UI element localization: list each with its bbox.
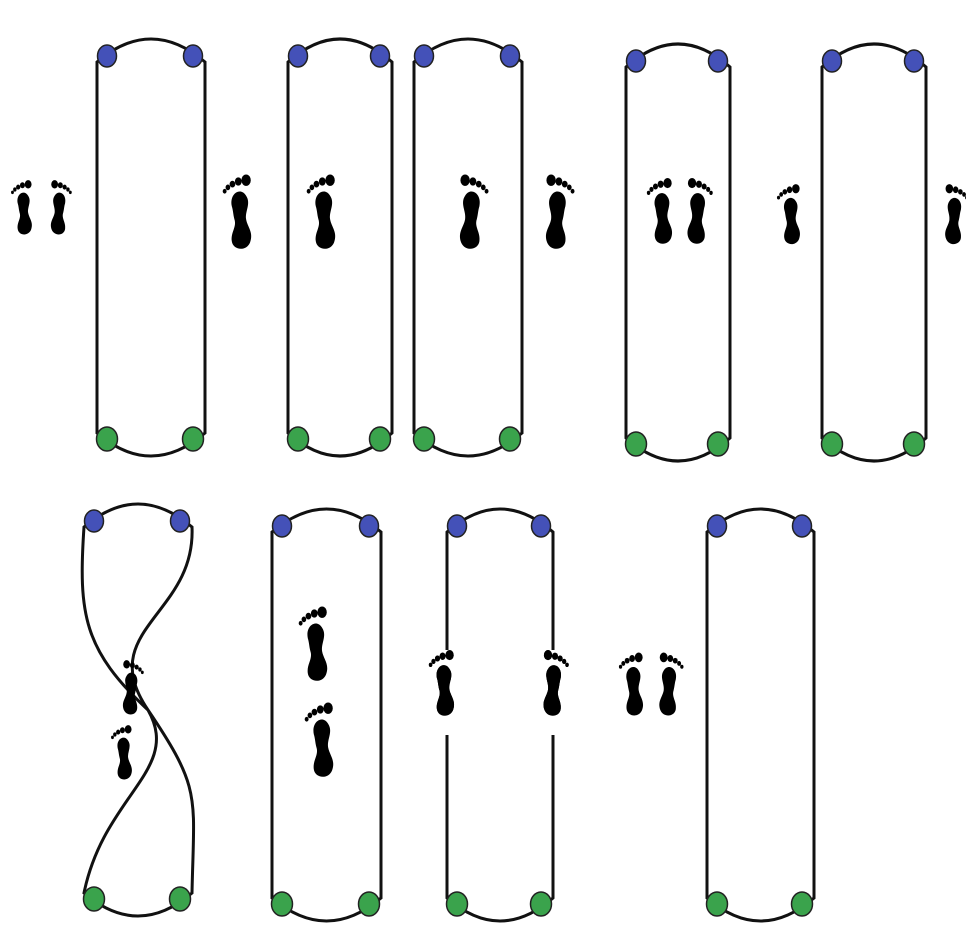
bottom-left-handle-dot bbox=[626, 432, 647, 456]
top-right-handle-dot bbox=[709, 50, 728, 72]
right-footprint-icon bbox=[659, 653, 683, 716]
left-footprint-icon bbox=[777, 184, 800, 244]
bottom-right-handle-dot bbox=[708, 432, 729, 456]
panel-r1-p3 bbox=[414, 39, 575, 456]
left-footprint-icon bbox=[223, 174, 252, 248]
rope-outline bbox=[272, 509, 381, 921]
left-footprint-icon bbox=[619, 653, 643, 716]
top-right-handle-dot bbox=[360, 515, 379, 537]
top-right-handle-dot bbox=[171, 510, 190, 532]
rope-outline bbox=[97, 39, 205, 456]
panel-r2-p1 bbox=[82, 504, 193, 916]
top-right-handle-dot bbox=[532, 515, 551, 537]
bottom-left-handle-dot bbox=[707, 892, 728, 916]
bottom-right-handle-dot bbox=[500, 427, 521, 451]
top-left-handle-dot bbox=[627, 50, 646, 72]
diagram-row-1 bbox=[11, 39, 966, 461]
top-right-handle-dot bbox=[905, 50, 924, 72]
bottom-right-handle-dot bbox=[370, 427, 391, 451]
panel-r1-p4 bbox=[626, 44, 731, 461]
top-left-handle-dot bbox=[448, 515, 467, 537]
bottom-right-handle-dot bbox=[531, 892, 552, 916]
top-left-handle-dot bbox=[85, 510, 104, 532]
left-footprint-icon bbox=[307, 174, 336, 248]
bottom-right-handle-dot bbox=[183, 427, 204, 451]
right-footprint-icon bbox=[945, 184, 966, 244]
panel-r1-p5 bbox=[777, 44, 966, 461]
top-left-handle-dot bbox=[708, 515, 727, 537]
rope-outline bbox=[447, 509, 553, 921]
top-right-handle-dot bbox=[793, 515, 812, 537]
bottom-right-handle-dot bbox=[359, 892, 380, 916]
left-footprint-icon bbox=[305, 702, 334, 776]
twisted-rope-outline bbox=[82, 504, 193, 916]
top-right-handle-dot bbox=[371, 45, 390, 67]
top-left-handle-dot bbox=[823, 50, 842, 72]
right-footprint-icon bbox=[51, 180, 72, 234]
bottom-right-handle-dot bbox=[170, 887, 191, 911]
bottom-left-handle-dot bbox=[414, 427, 435, 451]
bottom-right-handle-dot bbox=[792, 892, 813, 916]
panel-r1-p1 bbox=[11, 39, 205, 456]
bottom-left-handle-dot bbox=[447, 892, 468, 916]
left-footprint-icon bbox=[299, 606, 328, 680]
bottom-right-handle-dot bbox=[904, 432, 925, 456]
left-footprint-icon bbox=[11, 180, 32, 234]
top-left-handle-dot bbox=[273, 515, 292, 537]
bottom-left-handle-dot bbox=[272, 892, 293, 916]
right-footprint-icon bbox=[546, 174, 575, 248]
panel-r2-p2 bbox=[272, 509, 382, 921]
bottom-left-handle-dot bbox=[84, 887, 105, 911]
top-right-handle-dot bbox=[184, 45, 203, 67]
top-right-handle-dot bbox=[501, 45, 520, 67]
bottom-left-handle-dot bbox=[822, 432, 843, 456]
panel-r1-p2 bbox=[223, 39, 392, 456]
panel-r2-p4 bbox=[619, 509, 814, 921]
top-left-handle-dot bbox=[289, 45, 308, 67]
top-left-handle-dot bbox=[415, 45, 434, 67]
left-footprint-icon bbox=[647, 178, 672, 244]
bottom-left-handle-dot bbox=[97, 427, 118, 451]
bottom-left-handle-dot bbox=[288, 427, 309, 451]
right-footprint-icon bbox=[460, 174, 489, 248]
rope-outline bbox=[707, 509, 814, 921]
feet-over-gap bbox=[429, 650, 569, 716]
rope-outline bbox=[288, 39, 392, 456]
right-footprint-icon bbox=[688, 178, 713, 244]
rope-outline bbox=[822, 44, 926, 461]
rope-outline bbox=[626, 44, 730, 461]
left-footprint-icon bbox=[111, 725, 132, 779]
top-left-handle-dot bbox=[98, 45, 117, 67]
